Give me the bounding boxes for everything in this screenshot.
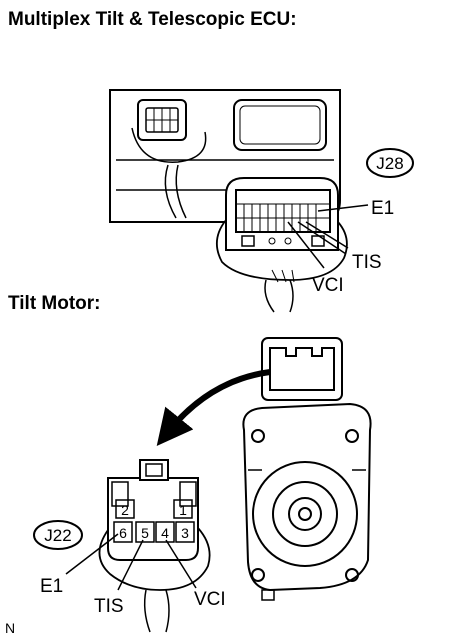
motor-mating-connector	[261, 337, 343, 401]
j22-pin-4: 4	[161, 525, 169, 541]
ecu-pin-e1-label: E1	[371, 198, 394, 219]
tilt-motor-heading: Tilt Motor:	[8, 293, 101, 314]
j22-label-badge	[33, 520, 83, 550]
ecu-unit	[109, 89, 414, 313]
motor-pin-vci-label: VCI	[194, 589, 226, 610]
ecu-pin-tis-label: TIS	[352, 252, 382, 273]
connection-arrow	[156, 369, 271, 446]
ecu-heading: Multiplex Tilt & Telescopic ECU:	[8, 9, 297, 30]
motor-labels: J22 E1 TIS VCI	[40, 526, 226, 617]
ecu-labels: J28 E1 TIS VCI	[312, 154, 404, 296]
ecu-window	[233, 99, 327, 151]
motor-callouts	[65, 533, 197, 591]
j22-pin-5: 5	[141, 525, 149, 541]
j28-label: J28	[376, 154, 403, 173]
ecu-pin-vci-label: VCI	[312, 275, 344, 296]
j22-pin-1: 1	[179, 502, 187, 518]
j22-pin-numbers: 2 1 6 5 4 3	[119, 502, 189, 541]
j28-label-badge	[366, 148, 414, 178]
j22-label: J22	[44, 526, 71, 545]
ecu-connector-j28	[216, 177, 348, 313]
j22-pin-6: 6	[119, 525, 127, 541]
ecu-secondary-connector	[131, 99, 207, 219]
j22-pin-2: 2	[121, 502, 129, 518]
motor-connector-j22	[98, 459, 211, 633]
motor-pin-e1-label: E1	[40, 576, 63, 597]
ecu-callouts	[287, 204, 369, 269]
j22-pin-3: 3	[181, 525, 189, 541]
tilt-motor-body	[242, 402, 372, 601]
corner-mark: N	[5, 620, 16, 636]
motor-pin-tis-label: TIS	[94, 596, 124, 617]
